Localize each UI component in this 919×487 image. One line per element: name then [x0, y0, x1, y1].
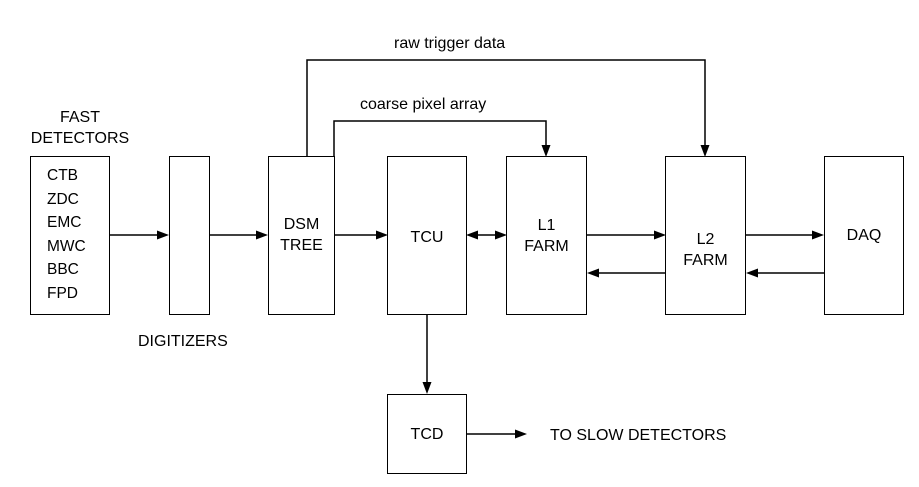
l1-farm-label-line1: L1 [537, 217, 556, 234]
tcd-label: TCD [410, 426, 444, 443]
arrowhead [812, 230, 824, 240]
dsm-tree-label-line1: DSM [283, 216, 320, 233]
detector-item: CTB [47, 167, 78, 184]
arrowhead [157, 230, 169, 240]
fast-detectors-heading-line1: FAST [59, 109, 100, 126]
detector-item: ZDC [47, 190, 79, 208]
l1-farm-label: L1 FARM [507, 215, 586, 257]
l1-farm-box: L1 FARM [506, 156, 587, 315]
arrowhead [541, 145, 551, 157]
l2-farm-label: L2 FARM [666, 229, 745, 271]
tcu-box: TCU [387, 156, 467, 315]
digitizers-box [169, 156, 210, 315]
l2-farm-label-line1: L2 [696, 231, 715, 248]
arrowhead [515, 429, 527, 439]
tcd-box: TCD [387, 394, 467, 474]
fast-detectors-heading-line2: DETECTORS [30, 130, 130, 147]
detector-item: FPD [47, 284, 78, 302]
fast-detectors-heading: FAST DETECTORS [30, 107, 130, 149]
raw-trigger-data-path [306, 59, 706, 156]
l2-farm-label-line2: FARM [683, 252, 728, 269]
digitizers-label: DIGITIZERS [138, 333, 228, 350]
raw-trigger-data-label: raw trigger data [394, 35, 506, 52]
detector-list: CTB ZDC EMC MWC BBC FPD [47, 164, 86, 305]
daq-box: DAQ [824, 156, 904, 315]
arrowhead [376, 230, 388, 240]
l2-farm-box: L2 FARM [665, 156, 746, 315]
arrowhead [422, 382, 432, 394]
daq-label: DAQ [846, 227, 882, 244]
detector-item: EMC [47, 214, 82, 231]
arrowhead [746, 268, 758, 278]
dsm-tree-box: DSM TREE [268, 156, 335, 315]
arrowhead [466, 230, 478, 240]
arrowhead [256, 230, 268, 240]
l1-farm-label-line2: FARM [524, 238, 569, 255]
coarse-pixel-array-label: coarse pixel array [360, 96, 487, 113]
tcu-label: TCU [410, 229, 444, 246]
coarse-pixel-array-path [333, 120, 547, 156]
arrowhead [587, 268, 599, 278]
detector-item: BBC [47, 261, 79, 278]
dsm-tree-label: DSM TREE [269, 214, 334, 256]
arrowhead [495, 230, 507, 240]
arrowhead [700, 145, 710, 157]
arrowhead [654, 230, 666, 240]
to-slow-detectors-label: TO SLOW DETECTORS [550, 427, 727, 444]
detector-item: MWC [47, 237, 86, 255]
fast-detectors-box: CTB ZDC EMC MWC BBC FPD [30, 156, 110, 315]
dsm-tree-label-line2: TREE [280, 237, 323, 254]
